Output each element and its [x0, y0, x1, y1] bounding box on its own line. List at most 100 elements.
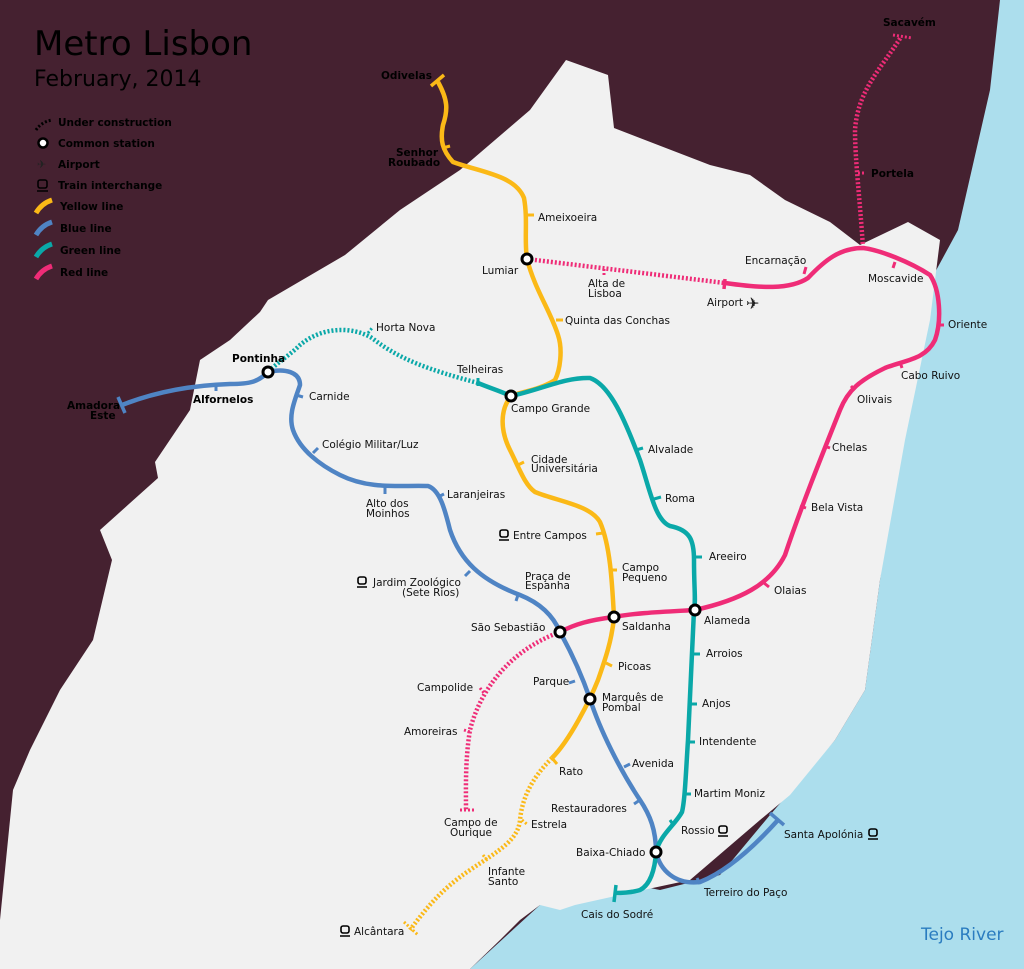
label-campo-de-ourique[interactable]: Campo de: [444, 817, 498, 829]
label-chelas[interactable]: Chelas: [832, 442, 867, 454]
label-alameda[interactable]: Alameda: [704, 615, 750, 627]
label-ameixoeira[interactable]: Ameixoeira: [538, 212, 597, 224]
label-sao-sebastiao[interactable]: São Sebastião: [471, 622, 545, 634]
station-campo-grande[interactable]: [504, 389, 518, 403]
label-anjos[interactable]: Anjos: [702, 698, 731, 710]
label-arroios[interactable]: Arroios: [706, 648, 743, 660]
station-sao-sebastiao[interactable]: [553, 625, 567, 639]
label-amadora-este[interactable]: Amadora: [67, 400, 120, 412]
label-restauradores[interactable]: Restauradores: [551, 803, 627, 815]
train-icon: [499, 529, 509, 541]
svg-text:Airport: Airport: [58, 159, 100, 171]
label-estrela[interactable]: Estrela: [531, 819, 567, 831]
train-icon: [357, 576, 367, 588]
label-saldanha[interactable]: Saldanha: [622, 621, 671, 633]
page-title: Metro Lisbon: [34, 24, 252, 64]
odivelas-terminus: [429, 73, 446, 88]
station-marques-de-pombal[interactable]: [583, 692, 597, 706]
station-ticks: [214, 33, 944, 937]
station-lumiar[interactable]: [520, 252, 534, 266]
label-jardim-zoologico[interactable]: Jardim Zoológico: [372, 577, 461, 589]
label-infante-santo[interactable]: Infante: [488, 866, 525, 878]
airport-icon: ✈: [746, 294, 759, 313]
label-terreiro-do-paco[interactable]: Terreiro do Paço: [703, 887, 787, 899]
station-baixa-chiado[interactable]: [649, 845, 663, 859]
svg-text:Common station: Common station: [58, 138, 155, 150]
label-picoas[interactable]: Picoas: [618, 661, 651, 673]
label-roma[interactable]: Roma: [665, 493, 695, 505]
svg-text:Roubado: Roubado: [388, 157, 440, 169]
label-horta-nova[interactable]: Horta Nova: [376, 322, 435, 334]
svg-text:Yellow line: Yellow line: [59, 201, 123, 213]
label-alvalade[interactable]: Alvalade: [648, 444, 693, 456]
label-senhor-roubado[interactable]: Senhor: [396, 147, 439, 159]
label-lumiar[interactable]: Lumiar: [482, 265, 519, 277]
label-olivais[interactable]: Olivais: [857, 394, 892, 406]
svg-text:Santo: Santo: [488, 876, 518, 888]
red-line: [558, 245, 942, 634]
label-olaias[interactable]: Olaias: [774, 585, 806, 597]
svg-text:Ourique: Ourique: [450, 827, 492, 839]
yellow-line-icon: [33, 197, 53, 215]
label-marques-de-pombal[interactable]: Marquês de: [602, 692, 663, 704]
label-odivelas[interactable]: Odivelas: [381, 70, 432, 82]
label-carnide[interactable]: Carnide: [309, 391, 350, 403]
label-alta-de-lisboa[interactable]: Alta de: [588, 278, 625, 290]
label-rato[interactable]: Rato: [559, 766, 583, 778]
label-cabo-ruivo[interactable]: Cabo Ruivo: [901, 370, 960, 382]
svg-text:Lisboa: Lisboa: [588, 288, 622, 300]
label-alcantara[interactable]: Alcântara: [354, 926, 404, 938]
label-intendente[interactable]: Intendente: [699, 736, 756, 748]
label-encarnacao[interactable]: Encarnação: [745, 255, 806, 267]
label-entre-campos[interactable]: Entre Campos: [513, 530, 587, 542]
label-santa-apolonia[interactable]: Santa Apolónia: [784, 829, 863, 841]
train-icon: [718, 825, 728, 837]
label-campolide[interactable]: Campolide: [417, 682, 473, 694]
label-bela-vista[interactable]: Bela Vista: [811, 502, 863, 514]
svg-text:Pombal: Pombal: [602, 702, 641, 714]
red-line-icon: [33, 263, 53, 281]
label-quinta-das-conchas[interactable]: Quinta das Conchas: [565, 315, 670, 327]
label-colegio-militar[interactable]: Colégio Militar/Luz: [322, 439, 419, 451]
label-areeiro[interactable]: Areeiro: [709, 551, 747, 563]
green-line-extension: [266, 327, 479, 386]
label-telheiras[interactable]: Telheiras: [456, 364, 503, 376]
label-oriente[interactable]: Oriente: [948, 319, 987, 331]
tejo-river: [470, 0, 1024, 969]
green-line-icon: [33, 241, 53, 259]
label-laranjeiras[interactable]: Laranjeiras: [447, 489, 505, 501]
label-alto-dos-moinhos[interactable]: Alto dos: [366, 498, 409, 510]
label-baixa-chiado[interactable]: Baixa-Chiado: [576, 847, 645, 859]
label-martim-moniz[interactable]: Martim Moniz: [694, 788, 765, 800]
cais-do-sodre-terminus: [612, 884, 618, 903]
label-pontinha[interactable]: Pontinha: [232, 353, 285, 365]
svg-text:Blue line: Blue line: [60, 223, 112, 235]
train-icon: [340, 925, 350, 937]
label-campo-grande[interactable]: Campo Grande: [511, 403, 590, 415]
label-amoreiras[interactable]: Amoreiras: [404, 726, 458, 738]
svg-text:Pequeno: Pequeno: [622, 572, 667, 584]
label-portela[interactable]: Portela: [871, 168, 914, 180]
station-alameda[interactable]: [688, 603, 702, 617]
label-cidade-universitaria[interactable]: Cidade: [531, 454, 567, 466]
label-avenida[interactable]: Avenida: [632, 758, 674, 770]
label-cais-do-sodre[interactable]: Cais do Sodré: [581, 909, 653, 921]
common-stations: [261, 252, 702, 859]
svg-text:Green line: Green line: [60, 245, 121, 257]
red-line-extension-sacavem: [852, 35, 903, 249]
label-campo-pequeno[interactable]: Campo: [622, 562, 659, 574]
label-praca-de-espanha[interactable]: Praça de: [525, 571, 571, 583]
svg-text:Under construction: Under construction: [58, 117, 172, 129]
label-parque[interactable]: Parque: [533, 676, 569, 688]
station-saldanha[interactable]: [607, 610, 621, 624]
station-pontinha[interactable]: [261, 365, 275, 379]
label-moscavide[interactable]: Moscavide: [868, 273, 923, 285]
label-sacavem[interactable]: Sacavém: [883, 17, 936, 29]
amadora-terminus: [116, 396, 127, 414]
svg-text:Train interchange: Train interchange: [58, 180, 162, 192]
label-alfornelos[interactable]: Alfornelos: [193, 394, 253, 406]
label-airport[interactable]: Airport: [707, 297, 743, 309]
label-rossio[interactable]: Rossio: [681, 825, 715, 837]
svg-text:Moinhos: Moinhos: [366, 508, 410, 520]
